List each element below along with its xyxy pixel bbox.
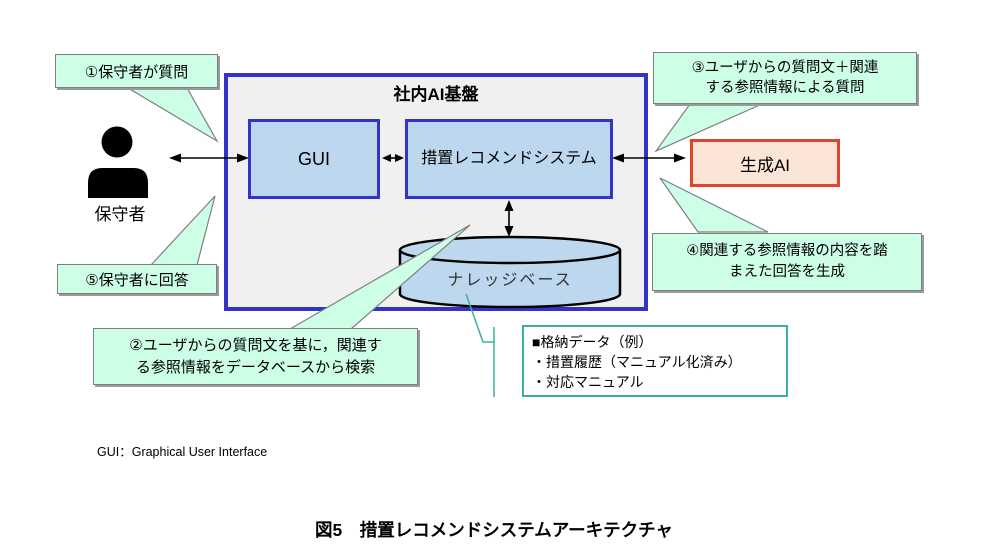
figure-caption: 図5 措置レコメンドシステムアーキテクチャ bbox=[315, 520, 673, 540]
callout-2-search-database: ②ユーザからの質問文を基に，関連す る参照情報をデータベースから検索 bbox=[93, 328, 418, 385]
recommend-system-label-line2: システム bbox=[533, 150, 597, 167]
callout-4-text-line2: まえた回答を生成 bbox=[729, 264, 845, 280]
stored-data-item-history: ・措置履歴（マニュアル化済み） bbox=[532, 354, 742, 370]
callout-3-text-line1: ③ユーザからの質問文＋関連 bbox=[691, 60, 879, 76]
person-icon bbox=[88, 126, 148, 198]
recommend-system-box: 措置レコメンド システム bbox=[405, 119, 613, 199]
callout-3-question-with-reference: ③ユーザからの質問文＋関連 する参照情報による質問 bbox=[653, 52, 917, 104]
callout-4-text-line1: ④関連する参照情報の内容を踏 bbox=[686, 243, 888, 259]
callout-2-text-line2: る参照情報をデータベースから検索 bbox=[135, 358, 376, 376]
callout-1-maintainer-question: ①保守者が質問 bbox=[55, 54, 218, 88]
recommend-system-label-line1: 措置レコメンド bbox=[421, 150, 534, 167]
platform-title: 社内AI基盤 bbox=[393, 85, 479, 104]
gui-footnote: GUI：Graphical User Interface bbox=[97, 445, 268, 459]
generative-ai-label: 生成AI bbox=[739, 155, 791, 175]
stored-data-title: ■格納データ（例） bbox=[532, 334, 653, 350]
callout-2-text-line1: ②ユーザからの質問文を基に，関連す bbox=[129, 336, 382, 354]
callout-5-answer-to-maintainer: ⑤保守者に回答 bbox=[57, 264, 217, 294]
gui-box: GUI bbox=[248, 119, 380, 199]
callout-5-text: ⑤保守者に回答 bbox=[85, 271, 189, 289]
generative-ai-box: 生成AI bbox=[690, 139, 840, 187]
callout-4-generate-answer: ④関連する参照情報の内容を踏 まえた回答を生成 bbox=[652, 233, 922, 291]
stored-data-note: ■格納データ（例） ・措置履歴（マニュアル化済み） ・対応マニュアル bbox=[522, 325, 788, 397]
callout-3-text-line2: する参照情報による質問 bbox=[705, 80, 865, 96]
callout-1-pointer bbox=[125, 87, 219, 143]
stored-data-item-manual: ・対応マニュアル bbox=[532, 374, 644, 390]
callout-1-text: ①保守者が質問 bbox=[84, 63, 189, 81]
knowledge-base-label: ナレッジベース bbox=[447, 272, 573, 289]
gui-box-label: GUI bbox=[297, 148, 330, 169]
maintainer-label: 保守者 bbox=[94, 205, 146, 224]
